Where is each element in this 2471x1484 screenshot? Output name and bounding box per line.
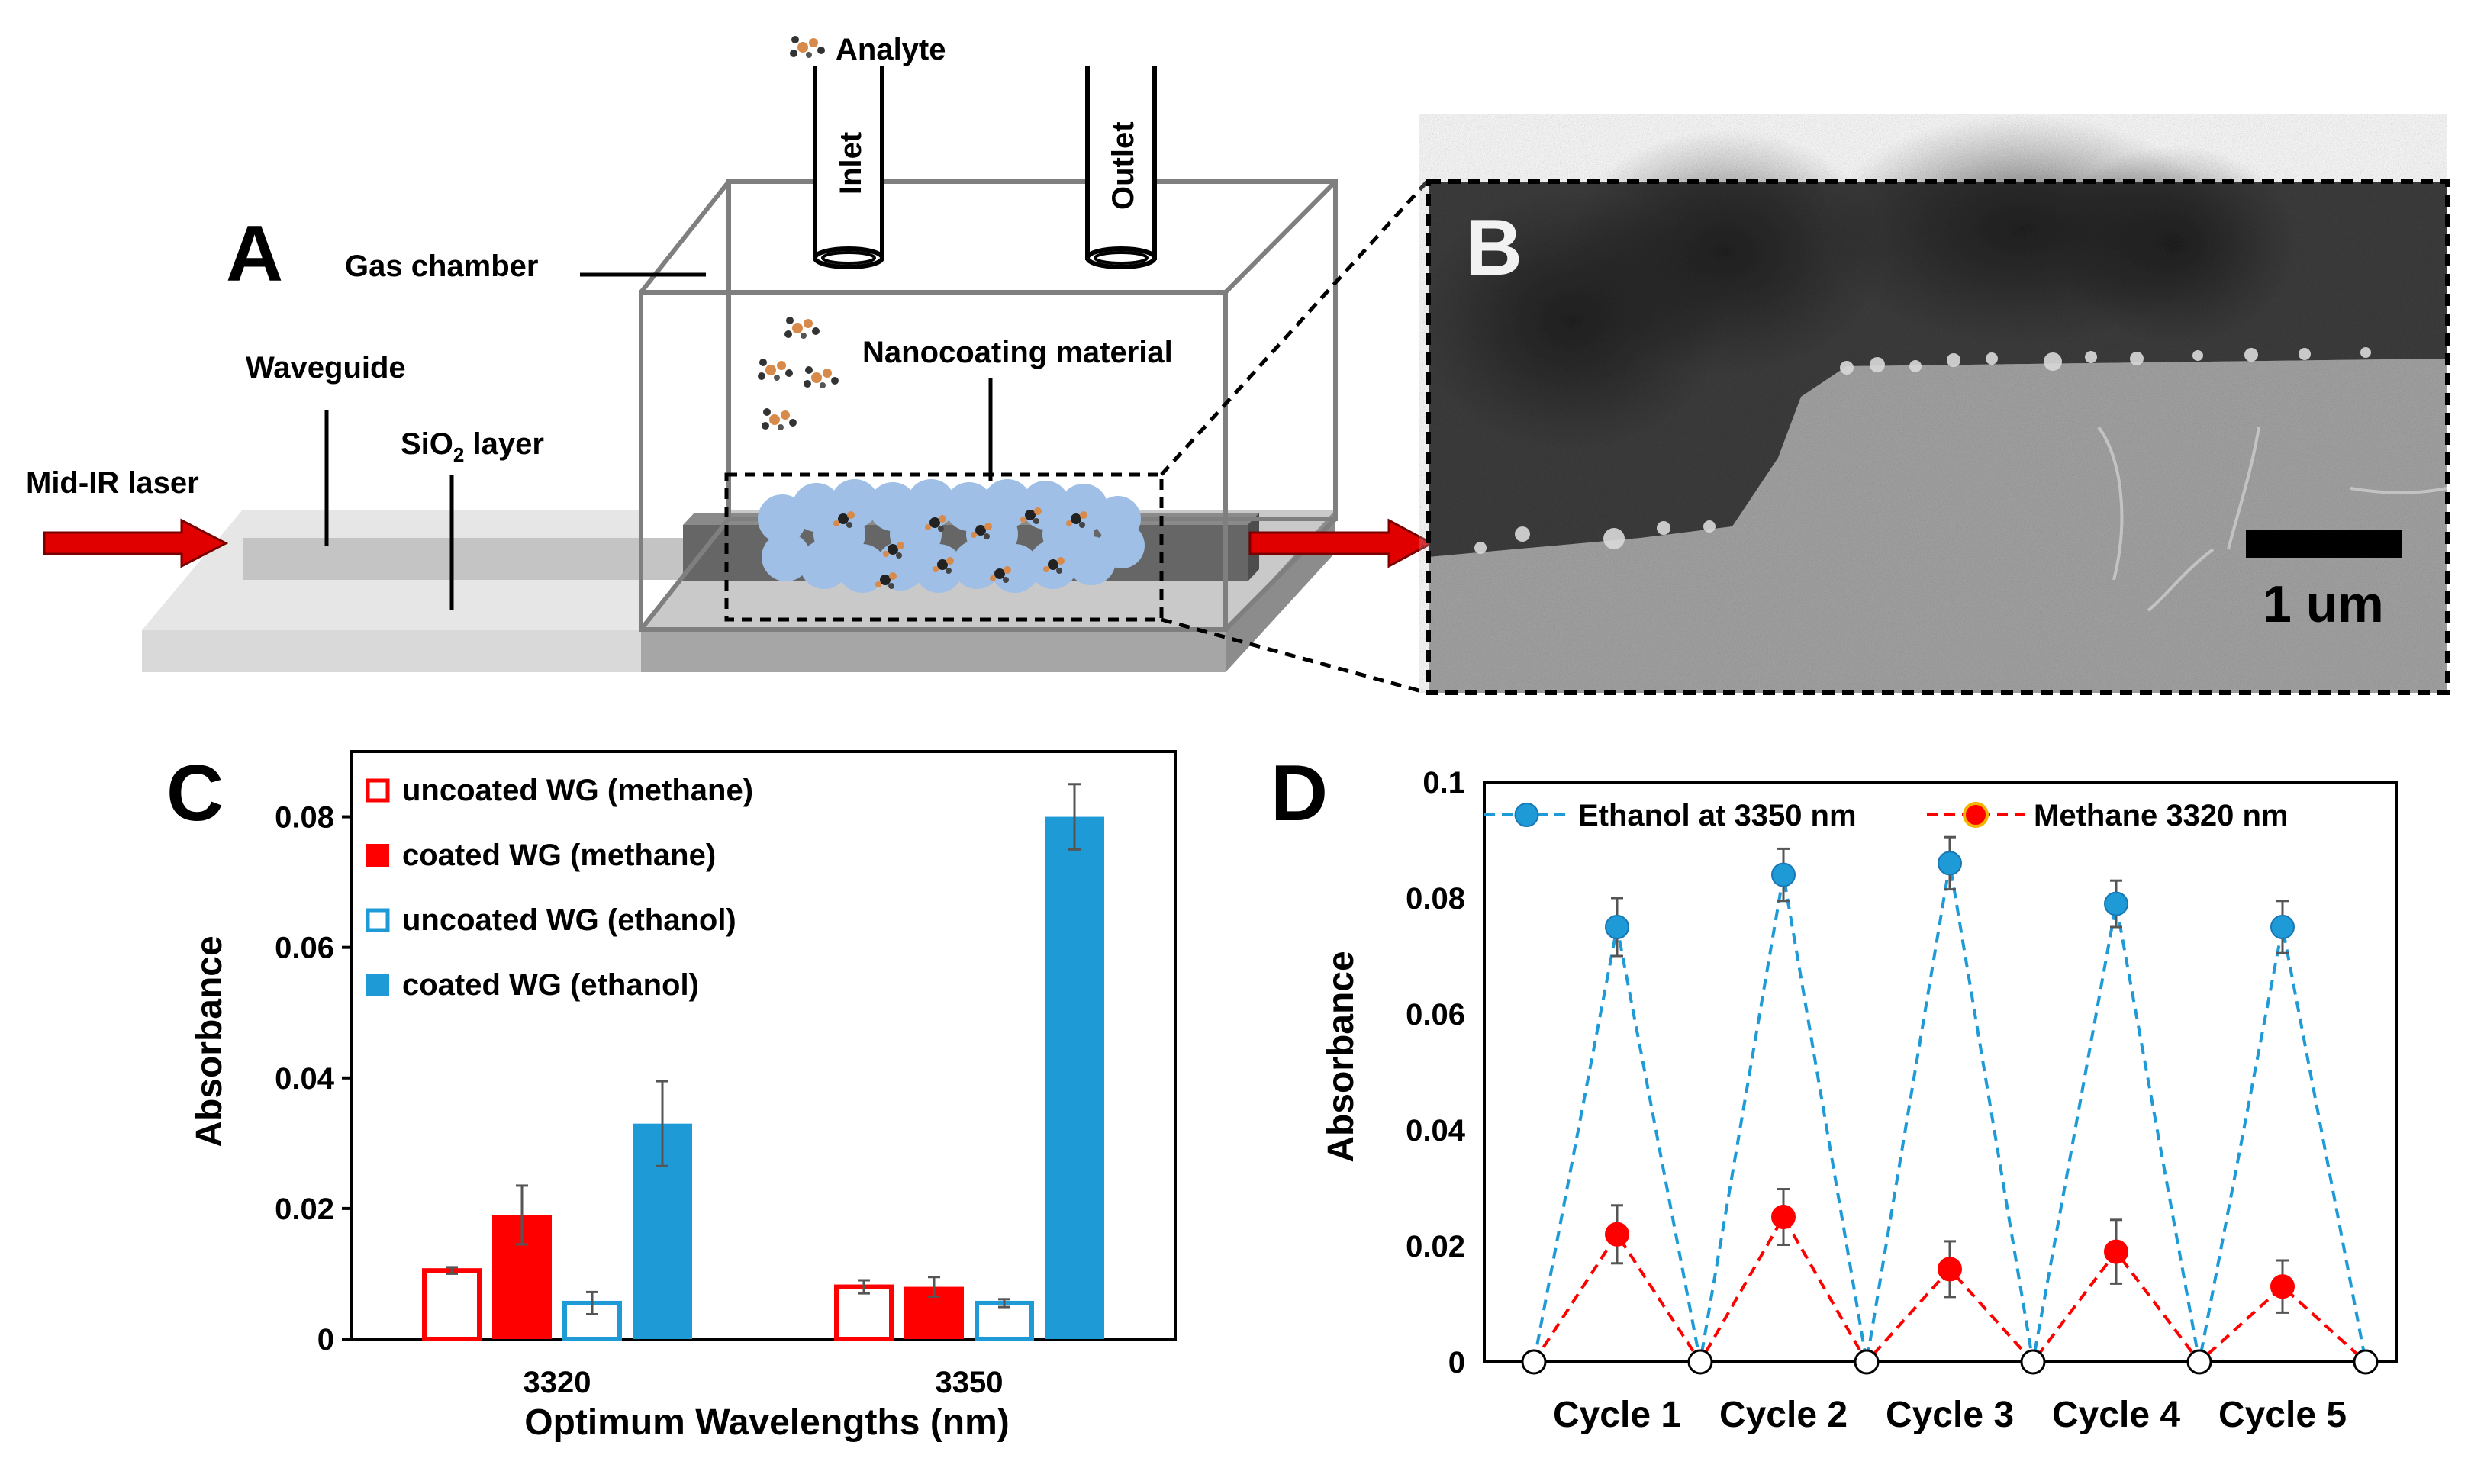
y-tick-label: 0.08 [1406, 882, 1465, 916]
baseline-point [1854, 1349, 1880, 1375]
x-tick-label: Cycle 2 [1719, 1395, 1848, 1435]
legend-swatch [366, 778, 390, 803]
waveguide-label: Waveguide [246, 351, 406, 385]
legend-swatch [366, 844, 389, 867]
data-point [1938, 1257, 1962, 1282]
nanocoating-spheres [758, 479, 1145, 593]
panel-c-y-axis: 0 0.02 0.04 0.06 0.08 [275, 801, 351, 1357]
panel-c-bars [422, 783, 1104, 1342]
panel-c-x-ticks: 3320 3350 [524, 1366, 1004, 1399]
sio2-label: SiO2 layer [401, 427, 544, 466]
data-point [2104, 891, 2128, 916]
bar [975, 1300, 1034, 1342]
y-tick-label: 0 [317, 1323, 334, 1357]
y-tick-label: 0 [1448, 1346, 1465, 1379]
panel-d-letter: D [1271, 749, 1328, 838]
panel-d-y-axis: 0 0.02 0.04 0.06 0.08 0.1 [1406, 766, 1466, 1379]
y-tick-label: 0.1 [1422, 766, 1465, 800]
panel-c-legend: uncoated WG (methane) coated WG (methane)… [366, 774, 753, 1002]
panel-c-bar-chart: C 0 0.02 0.04 0.06 0.08 3320 3350 uncoated WG… [166, 749, 1177, 1443]
legend-label: coated WG (methane) [402, 839, 716, 872]
baseline-point [1687, 1349, 1713, 1375]
panel-d-x-ticks: Cycle 1 Cycle 2 Cycle 3 Cycle 4 Cycle 5 [1553, 1395, 2347, 1435]
baseline-point [2353, 1349, 2379, 1375]
x-tick-label: 3350 [936, 1366, 1004, 1399]
data-point [1771, 862, 1796, 887]
panel-b-border [1426, 179, 2450, 695]
data-point [2270, 1274, 2295, 1299]
y-tick-label: 0.06 [275, 932, 334, 965]
bar [1045, 816, 1104, 1339]
panel-d-y-axis-label: Absorbance [1321, 951, 1361, 1162]
y-tick-label: 0.02 [1406, 1230, 1465, 1263]
nanocoating-label: Nanocoating material [862, 336, 1173, 369]
sio2-slab-front [142, 630, 641, 672]
legend-marker [1963, 802, 1989, 828]
legend-marker [1514, 803, 1539, 827]
bar [422, 1268, 482, 1341]
analyte-label: Analyte [836, 33, 946, 66]
gas-chamber-label: Gas chamber [345, 249, 538, 283]
panel-d-series [1521, 835, 2379, 1375]
midir-label: Mid-IR laser [26, 466, 199, 500]
x-tick-label: Cycle 1 [1553, 1395, 1681, 1435]
x-tick-label: Cycle 4 [2052, 1395, 2180, 1435]
legend-swatch [366, 908, 390, 932]
x-tick-label: Cycle 3 [1886, 1395, 2014, 1435]
legend-swatch [366, 974, 389, 996]
panel-b-sem-image: 1 um B [1419, 114, 2450, 695]
baseline-point [2186, 1349, 2212, 1375]
inlet-label: Inlet [834, 132, 868, 195]
panel-d-plot-frame [1483, 781, 2398, 1363]
tube-top-mask [809, 53, 1164, 66]
bar [834, 1284, 894, 1341]
data-point [2270, 915, 2295, 939]
data-point [1938, 851, 1962, 876]
data-point [1771, 1205, 1796, 1229]
baseline-point [2020, 1349, 2046, 1375]
y-tick-label: 0.04 [275, 1062, 335, 1096]
baseline-point [1521, 1349, 1547, 1375]
input-laser-arrow [43, 518, 229, 568]
outlet-label: Outlet [1107, 121, 1140, 210]
legend-label: coated WG (ethanol) [402, 968, 699, 1002]
panel-b-letter: B [1465, 204, 1522, 292]
data-point [2104, 1239, 2128, 1264]
zoom-region-box [724, 472, 1164, 622]
panel-c-plot-frame [350, 750, 1177, 1341]
chamber-base-front [641, 630, 1226, 672]
y-tick-label: 0.02 [275, 1193, 334, 1226]
panel-c-y-axis-label: Absorbance [189, 935, 230, 1147]
scale-bar-label: 1 um [2263, 575, 2384, 633]
data-point [1605, 915, 1629, 939]
y-tick-label: 0.04 [1406, 1114, 1466, 1148]
inlet-tube [813, 59, 884, 269]
x-tick-label: 3320 [524, 1366, 591, 1399]
legend-label: Methane 3320 nm [2034, 799, 2288, 832]
data-point [1605, 1222, 1629, 1247]
zoom-line-bottom [1161, 617, 1428, 695]
legend-label: uncoated WG (methane) [402, 774, 753, 807]
legend-label: uncoated WG (ethanol) [402, 903, 736, 937]
output-laser-arrow [1248, 518, 1435, 568]
panel-c-letter: C [166, 749, 224, 838]
x-tick-label: Cycle 5 [2218, 1395, 2347, 1435]
y-tick-label: 0.06 [1406, 998, 1465, 1032]
panel-a-letter: A [226, 210, 283, 298]
y-tick-label: 0.08 [275, 801, 334, 835]
outlet-tube [1085, 59, 1157, 269]
scale-bar [2246, 530, 2402, 558]
panel-a: Inlet Outlet Analyte A Gas chamber Waveg… [26, 33, 1435, 695]
analyte-molecules-gas [758, 317, 839, 430]
legend-label: Ethanol at 3350 nm [1578, 799, 1857, 832]
panel-d-legend: Ethanol at 3350 nm Methane 3320 nm [1484, 799, 2288, 832]
waveguide-strip [243, 538, 687, 580]
panel-c-x-axis-label: Optimum Wavelengths (nm) [524, 1402, 1010, 1443]
